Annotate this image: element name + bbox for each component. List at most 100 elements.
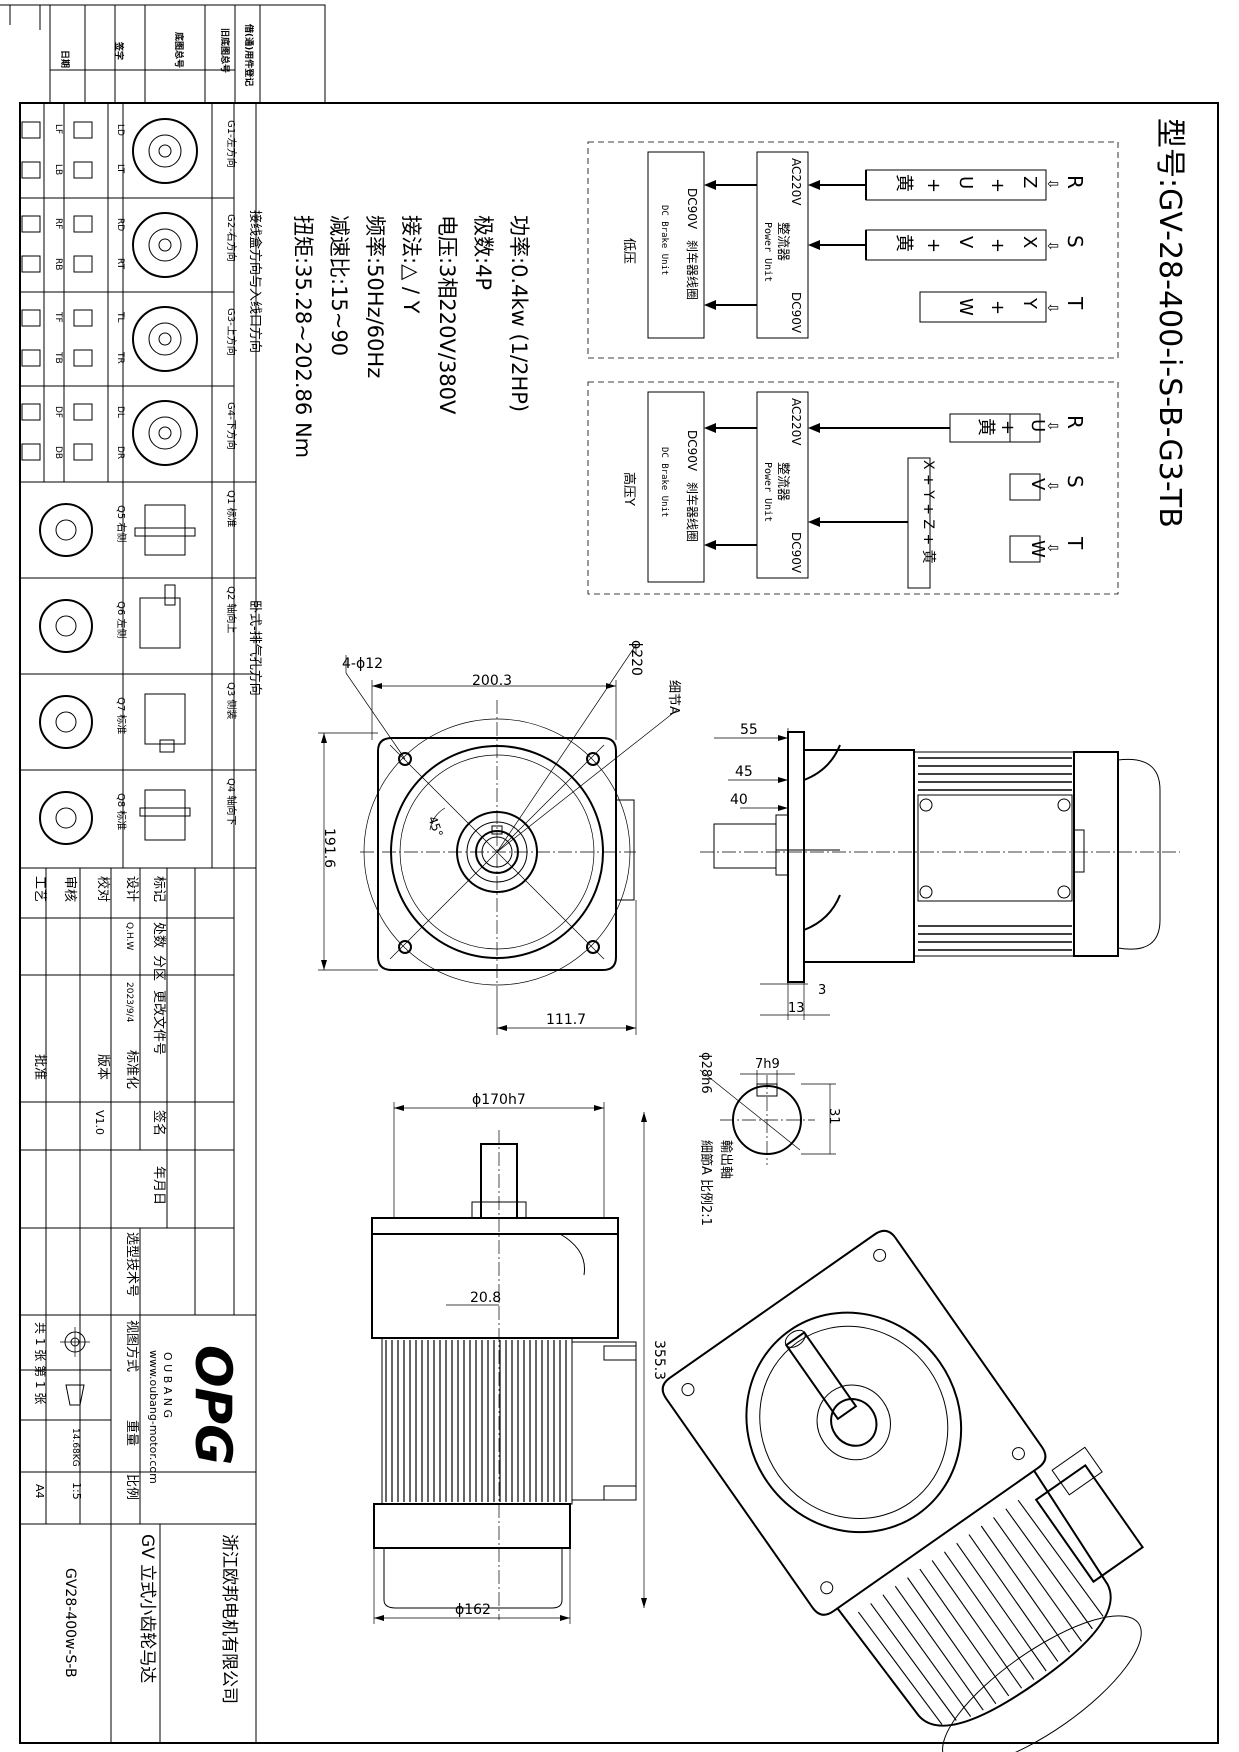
wl-term-r: R bbox=[1063, 175, 1087, 189]
svg-text:⇩: ⇩ bbox=[1044, 240, 1060, 252]
svg-text:Q4 轴向下: Q4 轴向下 bbox=[225, 778, 238, 825]
detail-a-label: 细节A bbox=[666, 680, 681, 715]
svg-text:+: + bbox=[987, 300, 1008, 315]
svg-text:Q6 左侧: Q6 左侧 bbox=[115, 601, 128, 638]
svg-text:G1-左方向: G1-左方向 bbox=[225, 120, 238, 168]
svg-text:DR: DR bbox=[115, 446, 125, 459]
svg-text:选型技术号: 选型技术号 bbox=[124, 1232, 139, 1297]
tb-top-sign: 签字 bbox=[113, 41, 125, 60]
svg-text:U: U bbox=[955, 176, 976, 189]
dim-13: 13 bbox=[788, 1001, 805, 1016]
dim-220: ϕ220 bbox=[628, 640, 644, 676]
svg-text:G3-上方向: G3-上方向 bbox=[225, 308, 238, 356]
svg-text:LB: LB bbox=[53, 164, 63, 175]
svg-text:黄: 黄 bbox=[975, 418, 996, 436]
svg-text:刹车器线圈: 刹车器线圈 bbox=[685, 482, 700, 542]
svg-text:1:5: 1:5 bbox=[70, 1482, 83, 1500]
svg-text:TL: TL bbox=[115, 311, 125, 323]
svg-text:视图方式: 视图方式 bbox=[124, 1320, 140, 1372]
orientation-panel: 接线盒方向与入线口方向 卧式-排气孔方向 G1-左方向 G2-右方向 G3-上方… bbox=[19, 102, 263, 869]
flange-front-view: 200.3 191.6 111.7 4-ϕ12 ϕ220 细节A 45° bbox=[318, 640, 681, 1035]
brand-logo: OPG bbox=[184, 1345, 242, 1465]
dim-20: 20.8 bbox=[470, 1290, 501, 1306]
box-direction-title: 接线盒方向与入线口方向 bbox=[247, 210, 263, 353]
svg-text:审核: 审核 bbox=[62, 876, 77, 902]
svg-text:Power Unit: Power Unit bbox=[762, 462, 773, 522]
svg-text:⇩: ⇩ bbox=[1044, 542, 1060, 554]
model-title: 型号:GV-28-400-i-S-B-G3-TB bbox=[1152, 118, 1187, 528]
motor-top-view: ϕ170h7 20.8 355.3 ϕ162 bbox=[371, 1092, 667, 1624]
dim-45: 45 bbox=[735, 764, 753, 780]
svg-text:黄: 黄 bbox=[893, 234, 914, 252]
tb-top-shared: 借(通)用件登记 bbox=[243, 23, 255, 86]
shaft-detail: 7h9 ϕ28h6 31 輸出軸 細節A 比例2:1 bbox=[698, 1052, 841, 1226]
wl-term-t: T bbox=[1063, 296, 1087, 310]
tb-top-base: 底图总号 bbox=[173, 32, 185, 68]
wl-r2-x: X bbox=[1019, 236, 1040, 248]
svg-text:批准: 批准 bbox=[32, 1054, 47, 1080]
svg-text:LD: LD bbox=[115, 124, 125, 136]
svg-text:X + Y + Z + 黄: X + Y + Z + 黄 bbox=[920, 460, 937, 564]
spec-voltage: 电压:3相220V/380V bbox=[435, 215, 459, 415]
border-labels: 日期 签字 底图总号 旧底图总号 借(通)用件登记 bbox=[59, 23, 255, 86]
dim-3: 3 bbox=[818, 983, 826, 998]
svg-text:AC220V: AC220V bbox=[789, 158, 803, 206]
svg-text:+: + bbox=[923, 178, 944, 193]
svg-text:14.68KG: 14.68KG bbox=[70, 1428, 80, 1467]
svg-text:RT: RT bbox=[115, 258, 125, 270]
svg-text:+: + bbox=[987, 178, 1008, 193]
svg-text:DC Brake Unit: DC Brake Unit bbox=[659, 447, 669, 517]
svg-text:+: + bbox=[987, 238, 1008, 253]
wl-r1-z: Z bbox=[1019, 176, 1040, 188]
dim-shaft: ϕ28h6 bbox=[698, 1052, 713, 1094]
dim-170: ϕ170h7 bbox=[472, 1092, 526, 1108]
svg-text:DC90V: DC90V bbox=[789, 532, 803, 574]
svg-text:处数: 处数 bbox=[151, 922, 166, 948]
svg-text:黄: 黄 bbox=[893, 174, 914, 192]
motor-isometric-view bbox=[661, 1229, 1145, 1752]
svg-text:⇩: ⇩ bbox=[1044, 420, 1060, 432]
company-name: 浙江欧邦电机有限公司 bbox=[219, 1534, 239, 1704]
svg-text:T: T bbox=[1063, 536, 1087, 550]
wl-term-s: S bbox=[1063, 235, 1087, 248]
svg-text:A4: A4 bbox=[33, 1484, 46, 1499]
svg-text:⇩: ⇩ bbox=[1044, 480, 1060, 492]
svg-text:DC90V: DC90V bbox=[789, 292, 803, 334]
svg-text:G4-下方向: G4-下方向 bbox=[225, 402, 238, 450]
svg-text:U: U bbox=[1027, 419, 1048, 432]
dim-40: 40 bbox=[730, 792, 748, 808]
spec-connection: 接法:△ / Y bbox=[399, 215, 423, 314]
brand-website: www.oubang-motor.com bbox=[147, 1350, 160, 1484]
svg-text:+: + bbox=[923, 238, 944, 253]
tb-top-date: 日期 bbox=[59, 50, 71, 68]
angle-45: 45° bbox=[425, 814, 445, 839]
dim-111: 111.7 bbox=[546, 1012, 586, 1028]
svg-text:年月日: 年月日 bbox=[151, 1166, 166, 1205]
svg-text:V: V bbox=[955, 236, 976, 249]
svg-text:Q3 侧装: Q3 侧装 bbox=[225, 682, 238, 719]
svg-text:整流器: 整流器 bbox=[775, 222, 790, 261]
spec-power: 功率:0.4kw (1/2HP) bbox=[507, 215, 531, 412]
wiring-high-voltage: R S T ⇩ ⇩ ⇩ U + 黄 V W X + Y + Z + 黄 AC22… bbox=[587, 381, 1119, 595]
dim-162: ϕ162 bbox=[455, 1602, 491, 1618]
dim-355: 355.3 bbox=[651, 1340, 667, 1380]
svg-text:DF: DF bbox=[53, 406, 63, 418]
svg-text:RD: RD bbox=[115, 218, 125, 231]
wh-caption: 高压Y bbox=[621, 472, 637, 506]
svg-text:比例: 比例 bbox=[124, 1474, 139, 1500]
dim-191: 191.6 bbox=[321, 828, 337, 868]
svg-text:R: R bbox=[1063, 415, 1087, 429]
svg-text:Q.H.W: Q.H.W bbox=[124, 922, 134, 950]
wl-r3-y: Y bbox=[1019, 297, 1040, 310]
svg-text:分区: 分区 bbox=[151, 955, 166, 981]
svg-text:DC90V: DC90V bbox=[685, 188, 699, 230]
motor-side-view: 55 45 40 3 13 bbox=[700, 722, 1180, 1020]
svg-text:⇩: ⇩ bbox=[1044, 178, 1060, 190]
wiring-low-voltage: R S T ⇩ ⇩ ⇩ Z + U + 黄 X + V + 黄 Y + W AC… bbox=[587, 141, 1119, 359]
svg-text:W: W bbox=[955, 298, 976, 316]
svg-text:Q1 标准: Q1 标准 bbox=[225, 490, 237, 527]
svg-text:TR: TR bbox=[115, 351, 125, 364]
svg-text:2023/9/4: 2023/9/4 bbox=[124, 982, 134, 1023]
spec-ratio: 减速比:15~90 bbox=[327, 215, 351, 356]
